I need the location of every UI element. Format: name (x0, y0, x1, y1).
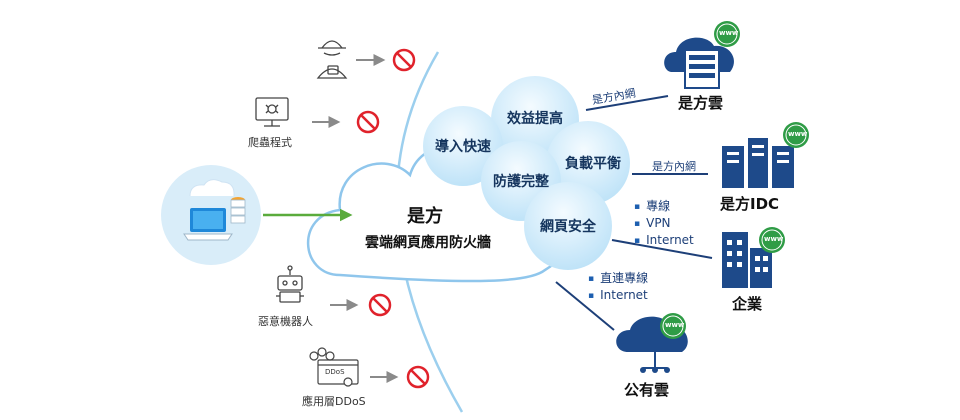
public-cloud-icon (616, 316, 688, 373)
threat-label-crawler: 爬蟲程式 (248, 136, 292, 149)
link-to-cloud (585, 95, 669, 111)
www-globe-icon-enterprise (759, 227, 785, 253)
feature-complete-protection: 防護完整 (493, 174, 549, 190)
crawler-monitor-icon (255, 97, 289, 127)
robot-icon (276, 265, 304, 303)
block-icon-ddos (406, 365, 430, 389)
threat-label-ddos: 應用層DDoS (302, 395, 366, 408)
fangcloud-icon (664, 37, 735, 89)
www-badge-idc: www (788, 130, 808, 138)
www-badge-cloud: www (719, 29, 739, 37)
www-globe-icon-public (660, 313, 686, 339)
block-icon-crawler (356, 110, 380, 134)
destination-label-enterprise: 企業 (732, 295, 763, 313)
public-link-item: Internet (588, 287, 648, 304)
link-to-enterprise (611, 239, 713, 259)
feature-fast-deploy: 導入快速 (435, 139, 491, 155)
bubble-fast-deploy (423, 106, 503, 186)
public-link-item: 直連專線 (588, 270, 648, 287)
hacker-icon (316, 40, 348, 79)
laptop-server-icon (183, 179, 246, 241)
center-brand-label: 是方 (407, 206, 443, 227)
destination-label-idc: 是方IDC (720, 195, 780, 213)
enterprise-link-item: VPN (634, 215, 694, 232)
connection-label-idc: 是方內網 (652, 160, 696, 173)
destination-label-fangcloud: 是方雲 (678, 94, 724, 112)
block-icon-hacker (392, 48, 416, 72)
www-badge-enterprise: www (764, 235, 784, 243)
block-icon-bot (368, 293, 392, 317)
destination-label-public-cloud: 公有雲 (624, 381, 670, 399)
idc-racks-icon (722, 138, 794, 188)
ddos-badge-text: DDoS (325, 368, 345, 376)
enterprise-link-list: 專線 VPN Internet (634, 198, 694, 249)
bubble-web-security (524, 182, 612, 270)
feature-efficiency: 效益提高 (507, 111, 563, 127)
enterprise-link-item: 專線 (634, 198, 694, 215)
enterprise-buildings-icon (722, 232, 772, 288)
www-badge-public: www (665, 321, 685, 329)
threat-label-bot: 惡意機器人 (258, 315, 313, 328)
feature-web-security: 網頁安全 (540, 219, 596, 235)
www-globe-icon-idc (783, 122, 809, 148)
www-globe-icon-cloud (714, 21, 740, 47)
center-product-label: 雲端網頁應用防火牆 (365, 235, 491, 251)
feature-load-balance: 負載平衡 (565, 156, 621, 172)
ddos-browser-icon (309, 347, 359, 387)
link-to-public-cloud (555, 281, 615, 331)
enterprise-link-item: Internet (634, 232, 694, 249)
public-link-list: 直連專線 Internet (588, 270, 648, 304)
